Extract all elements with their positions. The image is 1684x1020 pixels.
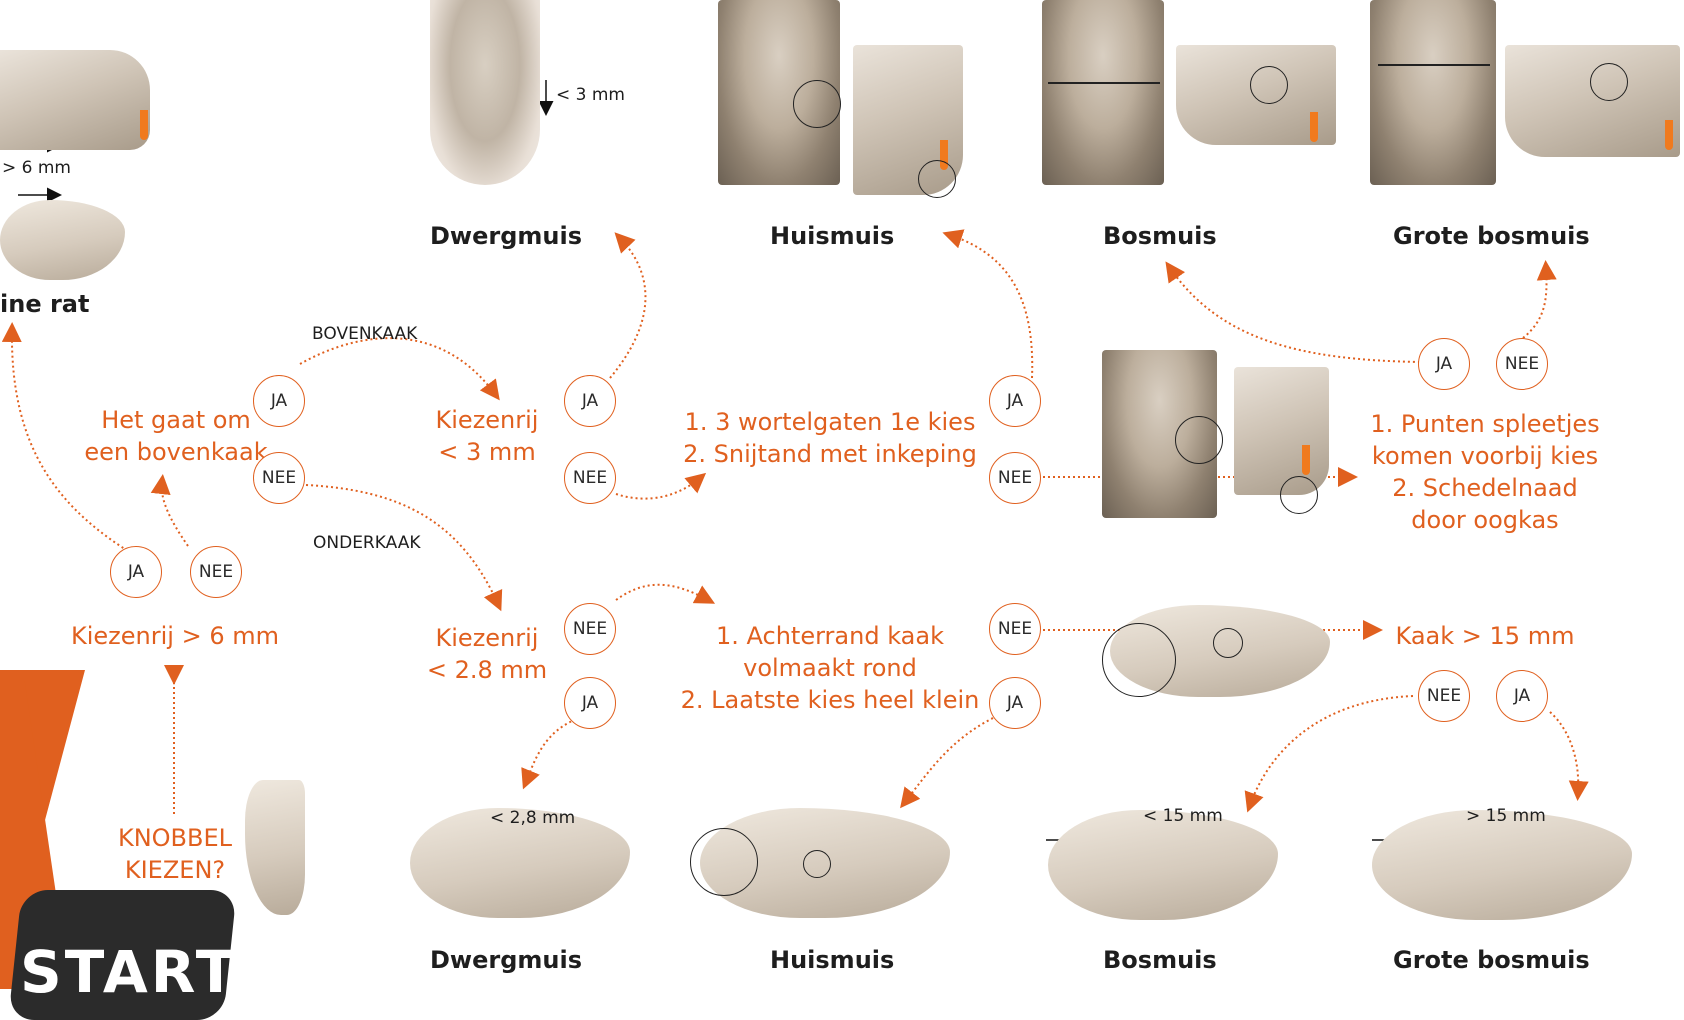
answer-ja-kiezenrij-6[interactable]: JA (110, 546, 162, 598)
bosmuis-incisor-tooth (1310, 112, 1318, 142)
huismuis-root-holes-mark (793, 80, 841, 128)
grote-bosmuis-side-photo (1505, 45, 1680, 157)
answer-ja-punten[interactable]: JA (1418, 338, 1470, 390)
question-wortelgaten: 1. 3 wortelgaten 1e kies 2. Snijtand met… (680, 406, 980, 470)
grote-bosmuis-suture-line (1378, 64, 1490, 66)
question-achterrand: 1. Achterrand kaak volmaakt rond 2. Laat… (680, 620, 980, 716)
measure-grote-15mm: > 15 mm (1466, 806, 1546, 826)
question-kiezenrij-6mm: Kiezenrij > 6 mm (70, 620, 280, 652)
mid-root-holes-mark (1175, 416, 1223, 464)
answer-ja-bovenkaak[interactable]: JA (253, 375, 305, 427)
mid-incisor-tooth (1302, 445, 1310, 475)
species-label-bosmuis-top: Bosmuis (1103, 222, 1217, 250)
identification-flowchart: START ine rat Dwergmuis Huismuis Bosmuis… (0, 0, 1684, 989)
bosmuis-orbit-mark (1250, 66, 1288, 104)
mid-incisor-mark (1280, 476, 1318, 514)
answer-ja-wortelgaten[interactable]: JA (989, 375, 1041, 427)
answer-ja-kiezenrij-28[interactable]: JA (564, 677, 616, 729)
huismuis-incisor-mark (918, 160, 956, 198)
species-label-dwergmuis-bottom: Dwergmuis (430, 946, 582, 974)
measure-dwerg-3mm: < 3 mm (556, 85, 625, 105)
branch-bovenkaak: BOVENKAAK (312, 324, 417, 344)
measure-rat-6mm: > 6 mm (2, 158, 71, 178)
huismuis-jaw-edge-mark (690, 828, 758, 896)
rat-skull-photo (0, 50, 150, 150)
answer-nee-achterrand[interactable]: NEE (989, 603, 1041, 655)
grote-bosmuis-skull-photo (1370, 0, 1496, 185)
branch-onderkaak: ONDERKAAK (313, 533, 420, 553)
question-punten-spleetjes: 1. Punten spleetjes komen voorbij kies 2… (1365, 408, 1605, 536)
mid-jaw-molar-mark (1213, 628, 1243, 658)
answer-nee-punten[interactable]: NEE (1496, 338, 1548, 390)
question-knobbel-kiezen: KNOBBEL KIEZEN? (100, 822, 250, 886)
huismuis-jaw-molar-mark (803, 850, 831, 878)
answer-nee-kiezenrij-6[interactable]: NEE (190, 546, 242, 598)
answer-nee-bovenkaak[interactable]: NEE (253, 452, 305, 504)
question-kiezenrij-3mm: Kiezenrij < 3 mm (420, 404, 554, 468)
question-kaak-15mm: Kaak > 15 mm (1385, 620, 1585, 652)
rat-incisor-mark (140, 110, 148, 140)
mid-incisor-photo (1234, 367, 1329, 495)
answer-ja-kiezenrij-3[interactable]: JA (564, 375, 616, 427)
bosmuis-skull-photo (1042, 0, 1164, 185)
species-label-rat: ine rat (0, 290, 89, 318)
bosmuis-suture-line (1048, 82, 1160, 84)
answer-ja-achterrand[interactable]: JA (989, 677, 1041, 729)
species-label-dwergmuis-top: Dwergmuis (430, 222, 582, 250)
species-label-huismuis-top: Huismuis (770, 222, 894, 250)
grote-bosmuis-incisor-tooth (1665, 120, 1673, 150)
answer-nee-wortelgaten[interactable]: NEE (989, 452, 1041, 504)
dwergmuis-skull-photo (430, 0, 540, 185)
species-label-huismuis-bottom: Huismuis (770, 946, 894, 974)
mid-jaw-edge-mark (1102, 623, 1176, 697)
start-label: START (20, 938, 238, 1006)
species-label-grote-bosmuis-top: Grote bosmuis (1393, 222, 1590, 250)
answer-nee-kaak-15[interactable]: NEE (1418, 670, 1470, 722)
answer-ja-kaak-15[interactable]: JA (1496, 670, 1548, 722)
species-label-grote-bosmuis-bottom: Grote bosmuis (1393, 946, 1590, 974)
grote-bosmuis-orbit-mark (1590, 63, 1628, 101)
question-kiezenrij-28mm: Kiezenrij < 2.8 mm (420, 622, 554, 686)
measure-dwerg-28mm: < 2,8 mm (490, 808, 575, 828)
answer-nee-kiezenrij-3[interactable]: NEE (564, 452, 616, 504)
answer-nee-kiezenrij-28[interactable]: NEE (564, 603, 616, 655)
species-label-bosmuis-bottom: Bosmuis (1103, 946, 1217, 974)
measure-bos-15mm: < 15 mm (1143, 806, 1223, 826)
